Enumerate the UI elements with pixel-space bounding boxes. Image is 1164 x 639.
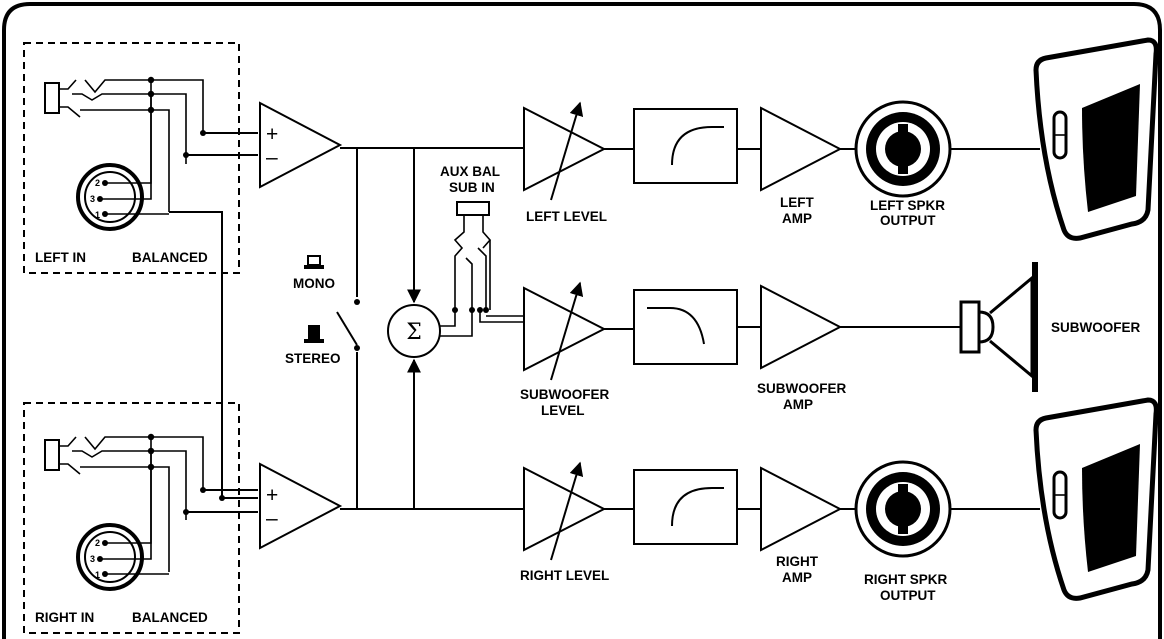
right-speaker-cabinet-icon	[1033, 397, 1159, 601]
left-amp-label-2: AMP	[782, 211, 812, 226]
left-speaker-cabinet-icon	[1033, 37, 1159, 241]
subwoofer-lowpass-filter	[633, 289, 738, 365]
right-input-amplifier: + –	[259, 462, 343, 550]
left-input-dashed-box	[23, 42, 240, 274]
right-pin-1-label: 1	[95, 570, 100, 580]
right-highpass-filter	[633, 469, 738, 545]
left-output-label-2: OUTPUT	[880, 213, 936, 228]
aux-sub-in-label: SUB IN	[449, 180, 495, 195]
mono-switch-icon: MONO	[293, 255, 335, 291]
right-trs-jack	[44, 439, 60, 471]
sub-level-label-2: LEVEL	[541, 403, 585, 418]
left-power-amp: LEFT AMP	[760, 106, 843, 226]
right-output-label-1: RIGHT SPKR	[864, 572, 948, 587]
right-amp-minus: –	[266, 507, 278, 530]
aux-sub-in-jack	[456, 201, 490, 216]
subwoofer-power-amp: SUBWOOFER AMP	[757, 284, 846, 412]
left-level-label: LEFT LEVEL	[526, 209, 607, 224]
sigma-symbol: Σ	[406, 320, 422, 345]
subwoofer-label: SUBWOOFER	[1051, 320, 1140, 335]
right-pin-3-label: 3	[90, 554, 95, 564]
right-xlr-connector	[76, 523, 144, 591]
right-level-control: RIGHT LEVEL	[520, 461, 609, 583]
left-pin-2-label: 2	[95, 178, 100, 188]
stereo-label: STEREO	[285, 351, 341, 366]
right-output-label-2: OUTPUT	[880, 588, 936, 603]
right-amp-label-2: AMP	[782, 570, 812, 585]
right-amp-plus: +	[266, 484, 278, 507]
summing-node: Σ	[387, 304, 441, 358]
stereo-switch-icon: STEREO	[285, 325, 341, 366]
right-speakon-output-icon: RIGHT SPKR OUTPUT	[854, 460, 952, 603]
left-amp-plus: +	[266, 123, 278, 146]
right-pin-2-label: 2	[95, 538, 100, 548]
left-pin-3-label: 3	[90, 194, 95, 204]
left-amp-minus: –	[266, 146, 278, 169]
right-amp-label-1: RIGHT	[776, 554, 819, 569]
left-input-amplifier: + –	[259, 101, 343, 189]
left-input-block: 2 3 1 LEFT IN BALANCED	[23, 42, 258, 498]
left-output-label-1: LEFT SPKR	[870, 198, 945, 213]
left-amp-label-1: LEFT	[780, 195, 814, 210]
mono-label: MONO	[293, 276, 335, 291]
sub-level-label-1: SUBWOOFER	[520, 387, 609, 402]
right-input-block: 2 3 1 RIGHT IN BALANCED	[23, 402, 258, 634]
left-balanced-label: BALANCED	[132, 250, 208, 265]
left-speakon-output-icon: LEFT SPKR OUTPUT	[854, 100, 952, 228]
sub-amp-label-2: AMP	[783, 397, 813, 412]
right-in-label: RIGHT IN	[35, 610, 94, 625]
left-level-control: LEFT LEVEL	[523, 101, 607, 224]
right-balanced-label: BALANCED	[132, 610, 208, 625]
left-xlr-connector	[76, 163, 144, 231]
subwoofer-driver-icon: SUBWOOFER	[959, 262, 1140, 392]
right-level-label: RIGHT LEVEL	[520, 568, 609, 583]
right-input-dashed-box	[23, 402, 240, 634]
right-power-amp: RIGHT AMP	[760, 466, 843, 585]
left-pin-1-label: 1	[95, 210, 100, 220]
subwoofer-level-control: SUBWOOFER LEVEL	[520, 281, 609, 418]
left-in-label: LEFT IN	[35, 250, 86, 265]
sub-amp-label-1: SUBWOOFER	[757, 381, 846, 396]
left-highpass-filter	[633, 108, 738, 184]
aux-bal-label: AUX BAL	[440, 164, 500, 179]
left-trs-jack	[44, 82, 60, 114]
